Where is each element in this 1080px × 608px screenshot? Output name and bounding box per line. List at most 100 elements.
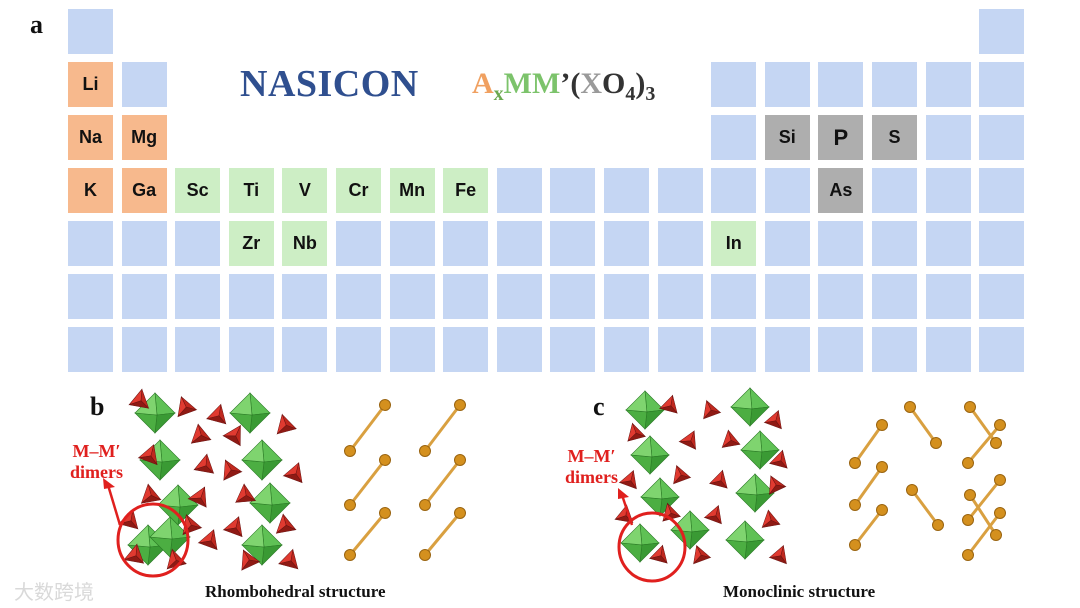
element-ga: Ga <box>121 168 167 213</box>
element-cell-empty <box>711 115 757 160</box>
m-atom <box>344 549 356 561</box>
element-cell-empty <box>818 274 864 319</box>
element-cell-empty <box>925 274 971 319</box>
element-cell-empty <box>336 221 381 266</box>
nasicon-formula: AxMM’(XO4)3 <box>472 67 656 105</box>
m-m-bond <box>853 424 884 464</box>
m-atom <box>876 504 888 516</box>
xo4-tetrahedron <box>673 464 692 485</box>
m-atom <box>994 419 1006 431</box>
element-as: As <box>818 168 864 213</box>
element-cell-empty <box>389 274 435 319</box>
m-atom <box>379 399 391 411</box>
element-cell-empty <box>925 115 971 160</box>
xo4-tetrahedron <box>627 422 647 442</box>
mo6-octahedron <box>735 473 775 513</box>
element-cell-empty <box>711 168 757 213</box>
m-atom <box>962 457 974 469</box>
xo4-tetrahedron <box>768 544 788 565</box>
m-m-bond <box>966 424 1002 464</box>
mo6-octahedron <box>730 387 770 427</box>
xo4-tetrahedron <box>761 509 781 529</box>
element-cell-empty <box>818 62 864 107</box>
m-atom <box>876 461 888 473</box>
element-cell-empty <box>764 168 810 213</box>
element-cell-empty <box>818 327 864 372</box>
m-m-bond <box>348 512 387 556</box>
arrow-head <box>618 488 629 499</box>
element-si: Si <box>764 115 810 160</box>
m-atom <box>876 419 888 431</box>
element-cell-empty <box>496 168 542 213</box>
element-cell-empty <box>175 327 221 372</box>
element-cell-empty <box>175 274 221 319</box>
element-cell-empty <box>550 168 596 213</box>
xo4-tetrahedron <box>123 543 145 564</box>
m-m-bond <box>423 459 462 506</box>
element-cell-empty <box>496 221 542 266</box>
m-atom <box>994 507 1006 519</box>
element-li: Li <box>68 62 113 107</box>
panel-label-b: b <box>90 392 105 421</box>
element-cell-empty <box>443 327 489 372</box>
element-cell-empty <box>979 62 1025 107</box>
monoclinic-polyhedra <box>614 387 1006 583</box>
m-atom <box>344 499 356 511</box>
m-atom <box>990 437 1002 449</box>
m-m-bond <box>348 404 387 452</box>
xo4-tetrahedron <box>128 388 150 409</box>
element-cell-empty <box>872 221 917 266</box>
element-cell-empty <box>979 221 1025 266</box>
m-atom <box>454 507 466 519</box>
element-cell-empty <box>228 274 274 319</box>
m-atom <box>419 499 431 511</box>
element-cell-empty <box>68 274 113 319</box>
element-cell-empty <box>336 274 381 319</box>
mo6-octahedron <box>249 482 291 524</box>
rhombohedral-polyhedra <box>103 388 466 578</box>
dimer-label-c-line1: M–M′ <box>567 446 616 466</box>
dimer-label-c-line2: dimers <box>565 467 618 487</box>
m-m-bond <box>423 512 462 556</box>
xo4-tetrahedron <box>177 395 198 418</box>
mo6-octahedron <box>630 435 670 475</box>
xo4-tetrahedron <box>721 429 741 449</box>
element-cell-empty <box>657 274 703 319</box>
element-cr: Cr <box>336 168 381 213</box>
xo4-tetrahedron <box>703 399 722 420</box>
element-cell-empty <box>68 327 113 372</box>
element-cell-empty <box>925 62 971 107</box>
m-atom <box>906 484 918 496</box>
element-mn: Mn <box>389 168 435 213</box>
dimer-highlight-circle <box>617 511 687 583</box>
element-cell-empty <box>550 274 596 319</box>
element-sc: Sc <box>175 168 221 213</box>
xo4-tetrahedron <box>222 515 243 538</box>
mo6-octahedron <box>740 430 780 470</box>
element-cell-empty <box>228 327 274 372</box>
mo6-octahedron <box>139 439 181 481</box>
xo4-tetrahedron <box>769 475 787 496</box>
m-atom <box>964 401 976 413</box>
xo4-tetrahedron <box>197 528 218 551</box>
m-atom <box>379 507 391 519</box>
element-in: In <box>711 221 757 266</box>
element-cell-empty <box>389 221 435 266</box>
m-m-bond <box>968 406 998 444</box>
element-cell-empty <box>550 327 596 372</box>
m-atom <box>962 514 974 526</box>
element-fe: Fe <box>443 168 489 213</box>
element-cell-empty <box>604 327 649 372</box>
element-cell-empty <box>550 221 596 266</box>
xo4-tetrahedron <box>276 413 298 435</box>
xo4-tetrahedron <box>678 430 697 450</box>
element-s: S <box>872 115 917 160</box>
m-atom <box>419 445 431 457</box>
element-cell-empty <box>979 274 1025 319</box>
element-cell-empty <box>925 327 971 372</box>
element-cell-empty <box>389 327 435 372</box>
element-cell-empty <box>496 327 542 372</box>
m-m-bond <box>966 479 1002 521</box>
xo4-tetrahedron <box>618 469 638 490</box>
element-cell-empty <box>657 168 703 213</box>
